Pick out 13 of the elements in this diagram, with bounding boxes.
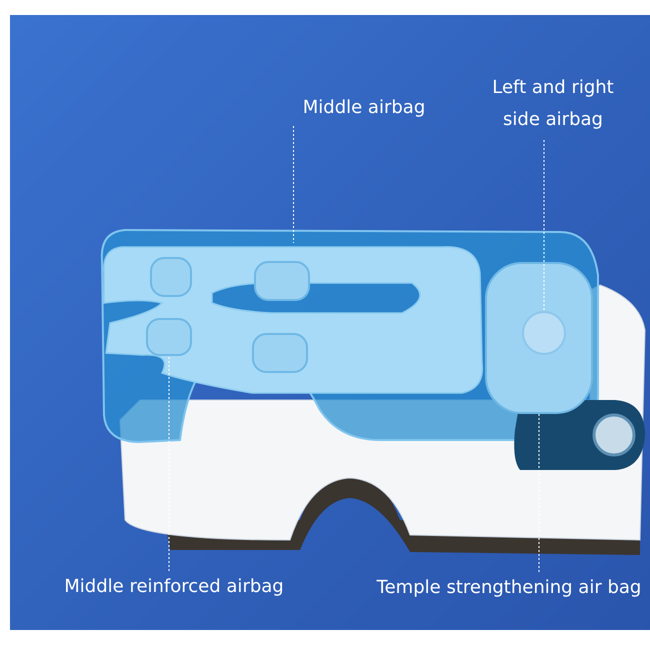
leader-line xyxy=(538,414,540,572)
callout-label: Left and right side airbag xyxy=(478,72,628,140)
callout-label: Middle airbag xyxy=(288,92,440,126)
airbag-circle xyxy=(522,311,566,355)
airbag-pad xyxy=(485,262,593,414)
callout-label: Middle reinforced airbag xyxy=(40,571,308,605)
callout-label: Temple strengthening air bag xyxy=(370,572,648,606)
airbag-pad xyxy=(146,318,192,356)
leader-line xyxy=(168,356,170,572)
airbag-pad xyxy=(150,257,192,297)
airbag-pad xyxy=(254,261,310,301)
airbag-pad xyxy=(252,333,308,373)
leader-line xyxy=(293,126,294,244)
